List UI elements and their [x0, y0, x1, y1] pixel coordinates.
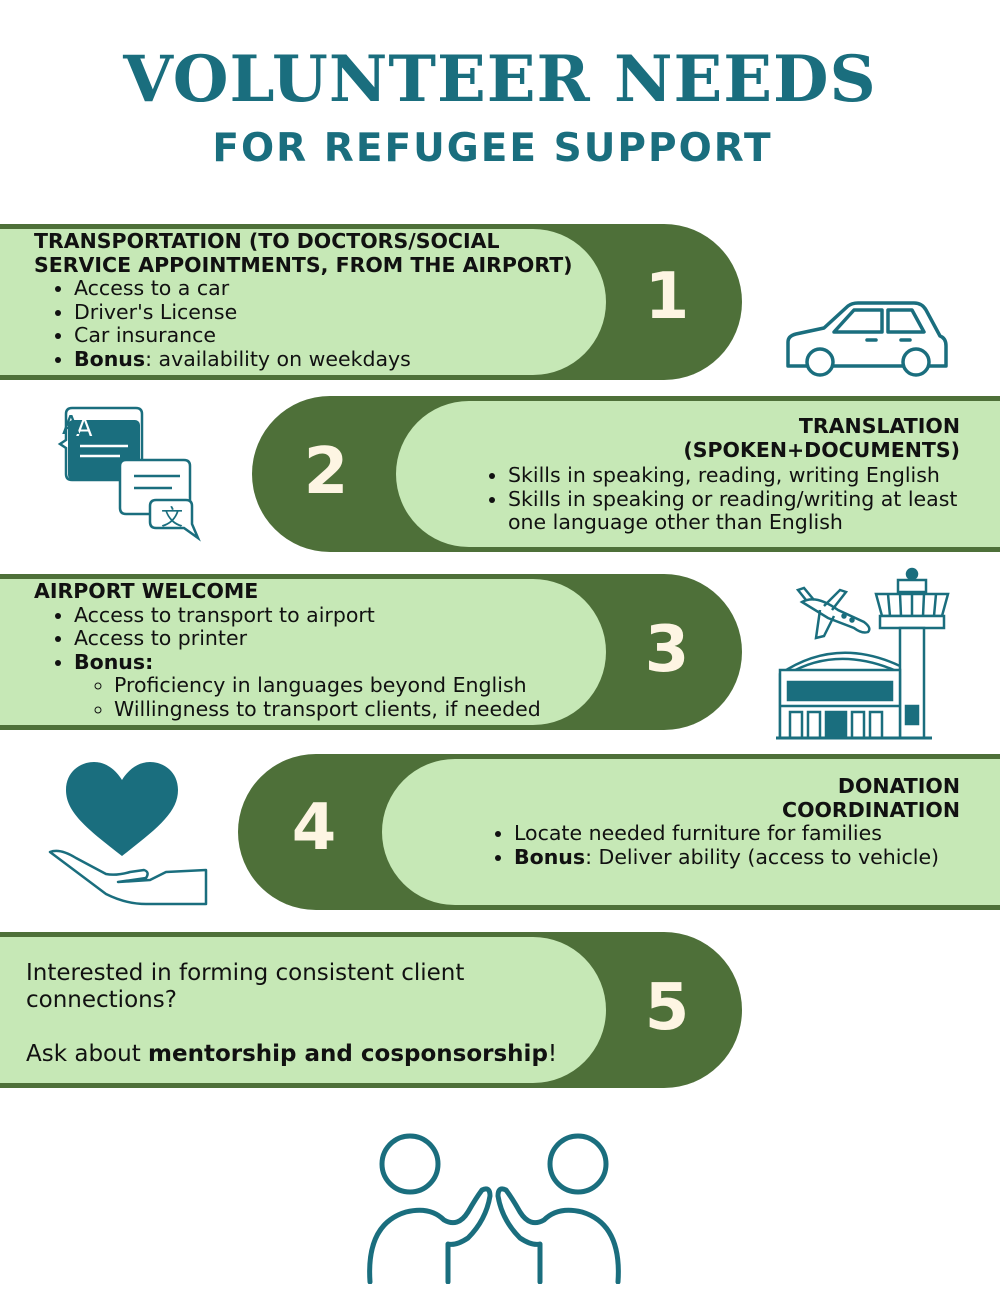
card-2-heading-line1: TRANSLATION — [798, 414, 960, 438]
card-3-light-band — [0, 579, 606, 725]
card-3-heading: AIRPORT WELCOME — [34, 579, 259, 603]
card-4-heading: DONATION COORDINATION — [420, 774, 960, 822]
list-item-bonus: Bonus: Proficiency in languages beyond E… — [74, 649, 604, 722]
list-item: Access to printer — [74, 626, 604, 651]
card-3-content: AIRPORT WELCOME Access to transport to a… — [34, 579, 604, 722]
list-item-bonus: Bonus: Deliver ability (access to vehicl… — [514, 844, 984, 870]
page-title: VOLUNTEER NEEDS — [123, 42, 877, 117]
card-3-sublist: Proficiency in languages beyond English … — [74, 673, 604, 722]
list-item: Locate needed furniture for families — [514, 821, 984, 846]
card-3-list: Access to transport to airport Access to… — [34, 603, 604, 722]
bonus-text: : availability on weekdays — [145, 346, 411, 371]
list-item: Access to transport to airport — [74, 603, 604, 628]
bonus-label: Bonus — [74, 346, 146, 371]
card-1-light-band — [0, 229, 606, 375]
bonus-label: Bonus: — [74, 649, 154, 674]
card-4-content: Locate needed furniture for families Bon… — [474, 821, 984, 870]
list-item: Access to a car — [74, 276, 604, 301]
card-4-light-band — [382, 759, 1000, 905]
airport-icon — [776, 567, 950, 740]
cta-ask: Ask about mentorship and cosponsorship! — [26, 1041, 586, 1068]
cta-question: Interested in forming consistent client … — [26, 960, 465, 1013]
heart-hand-icon — [48, 762, 208, 906]
svg-text:A: A — [62, 411, 80, 441]
list-item: Driver's License — [74, 300, 604, 325]
list-item: Skills in speaking, reading, writing Eng… — [508, 463, 988, 488]
cta-ask-suffix: ! — [547, 1041, 558, 1067]
card-2-content: Skills in speaking, reading, writing Eng… — [468, 463, 988, 535]
card-4-heading-line2: COORDINATION — [782, 797, 960, 822]
bonus-text: : Deliver ability (access to vehicle) — [585, 844, 940, 869]
list-item: Willingness to transport clients, if nee… — [114, 697, 604, 722]
list-item: Skills in speaking or reading/writing at… — [508, 487, 988, 535]
cta-ask-bold: mentorship and cosponsorship — [148, 1041, 548, 1067]
step-number-3: 3 — [644, 613, 690, 687]
card-2-light-band — [396, 401, 1000, 547]
card-4-list: Locate needed furniture for families Bon… — [474, 821, 984, 870]
card-5-content: Interested in forming consistent client … — [26, 960, 586, 1068]
list-item: Car insurance — [74, 323, 604, 348]
cta-ask-prefix: Ask about — [26, 1041, 149, 1067]
card-2-heading: TRANSLATION (SPOKEN+DOCUMENTS) — [420, 414, 960, 462]
step-number-1: 1 — [644, 260, 690, 334]
car-icon — [786, 301, 948, 377]
card-1-heading-line2: SERVICE APPOINTMENTS, FROM THE AIRPORT) — [34, 252, 573, 277]
bonus-label: Bonus — [514, 844, 586, 869]
card-2-heading-line2: (SPOKEN+DOCUMENTS) — [683, 437, 960, 462]
step-number-4: 4 — [291, 791, 337, 865]
list-item: Proficiency in languages beyond English — [114, 673, 604, 698]
card-1-content: TRANSPORTATION (TO DOCTORS/SOCIAL SERVIC… — [34, 229, 604, 372]
card-1-heading-line1: TRANSPORTATION (TO DOCTORS/SOCIAL — [34, 229, 500, 253]
translation-icon: A A 文 — [57, 406, 201, 542]
card-1-list: Access to a car Driver's License Car ins… — [34, 276, 604, 372]
card-4-heading-line1: DONATION — [837, 774, 960, 798]
people-icon — [367, 1133, 621, 1284]
page-subtitle: FOR REFUGEE SUPPORT — [212, 126, 773, 171]
step-number-2: 2 — [303, 435, 349, 509]
card-5-light-band — [0, 937, 606, 1083]
card-2-list: Skills in speaking, reading, writing Eng… — [468, 463, 988, 535]
svg-text:文: 文 — [161, 506, 183, 531]
step-number-5: 5 — [644, 971, 690, 1045]
svg-text:A: A — [76, 414, 93, 442]
list-item-bonus: Bonus: availability on weekdays — [74, 346, 604, 372]
